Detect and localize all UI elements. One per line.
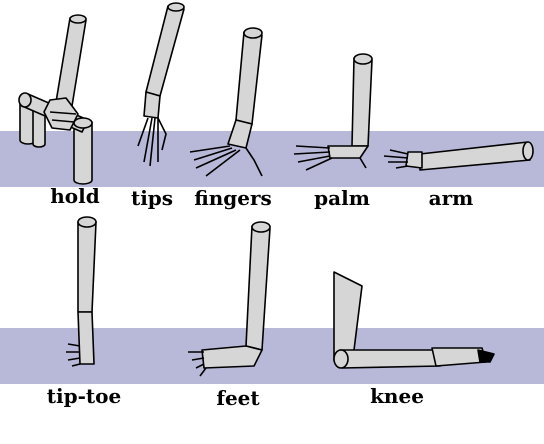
label-tips: tips: [130, 186, 174, 210]
label-knee: knee: [370, 384, 424, 408]
arm-figure: [383, 141, 534, 171]
label-palm: palm: [314, 186, 370, 210]
label-arm: arm: [428, 186, 474, 210]
fingers-figure: [189, 27, 263, 177]
palm-figure: [293, 53, 373, 171]
feet-figure: [188, 221, 271, 377]
tiptoe-figure: [66, 216, 97, 367]
label-fingers: fingers: [194, 186, 272, 210]
knee-figure: [333, 271, 495, 369]
hold-figure: [18, 14, 93, 185]
tips-figure: [137, 2, 185, 167]
label-tiptoe: tip-toe: [46, 384, 122, 408]
label-hold: hold: [50, 184, 100, 208]
label-feet: feet: [216, 386, 260, 410]
